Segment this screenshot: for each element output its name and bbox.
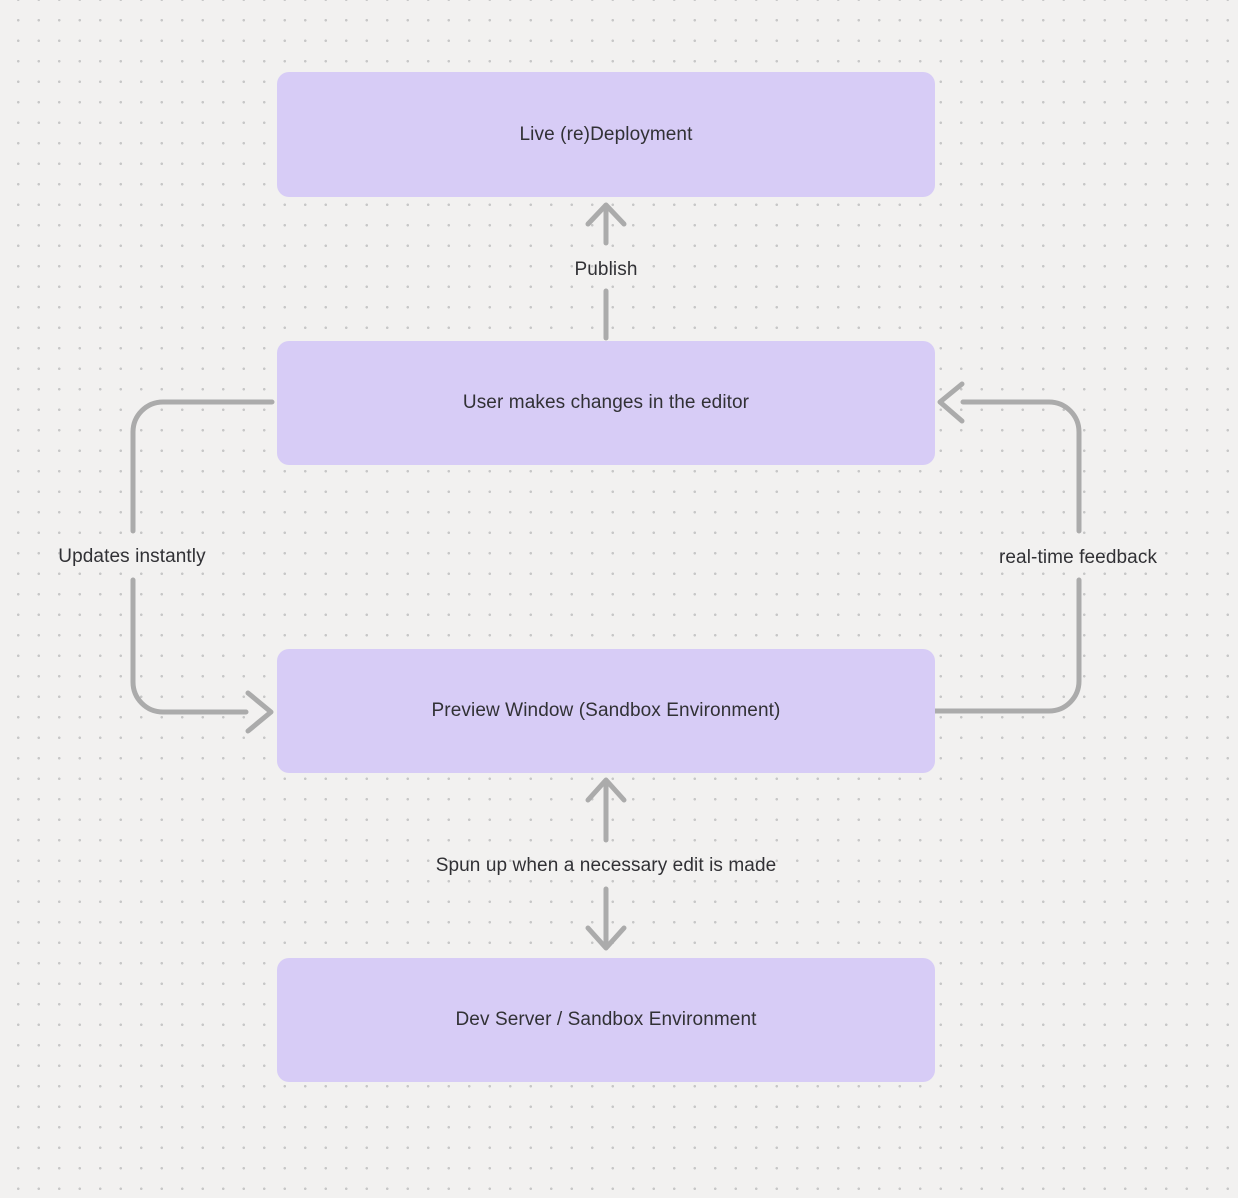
arrowhead-right-icon xyxy=(245,690,274,734)
updates-loop-upper xyxy=(130,399,275,534)
edge-updates-instantly xyxy=(130,399,275,734)
arrowhead-down-icon xyxy=(585,925,627,951)
node-live-redeployment[interactable]: Live (re)Deployment xyxy=(277,72,935,197)
node-preview-window[interactable]: Preview Window (Sandbox Environment) xyxy=(277,649,935,773)
node-dev-server[interactable]: Dev Server / Sandbox Environment xyxy=(277,958,935,1082)
feedback-loop-upper xyxy=(960,399,1082,534)
edge-label-updates-instantly: Updates instantly xyxy=(58,546,206,567)
node-label: User makes changes in the editor xyxy=(462,392,750,413)
arrowhead-left-icon xyxy=(937,381,965,424)
node-label: Live (re)Deployment xyxy=(519,123,693,145)
node-label: Dev Server / Sandbox Environment xyxy=(455,1009,757,1030)
node-label: Preview Window (Sandbox Environment) xyxy=(431,700,781,721)
edge-label-publish: Publish xyxy=(574,259,638,280)
feedback-loop-lower xyxy=(932,577,1082,714)
edge-real-time-feedback xyxy=(932,381,1082,714)
edge-spun-up xyxy=(585,777,627,951)
edge-label-real-time-feedback: real-time feedback xyxy=(998,547,1158,568)
node-user-editor-changes[interactable]: User makes changes in the editor xyxy=(277,341,935,465)
edge-label-spun-up: Spun up when a necessary edit is made xyxy=(435,855,777,876)
edge-publish xyxy=(585,202,627,341)
updates-loop-lower xyxy=(130,577,249,715)
